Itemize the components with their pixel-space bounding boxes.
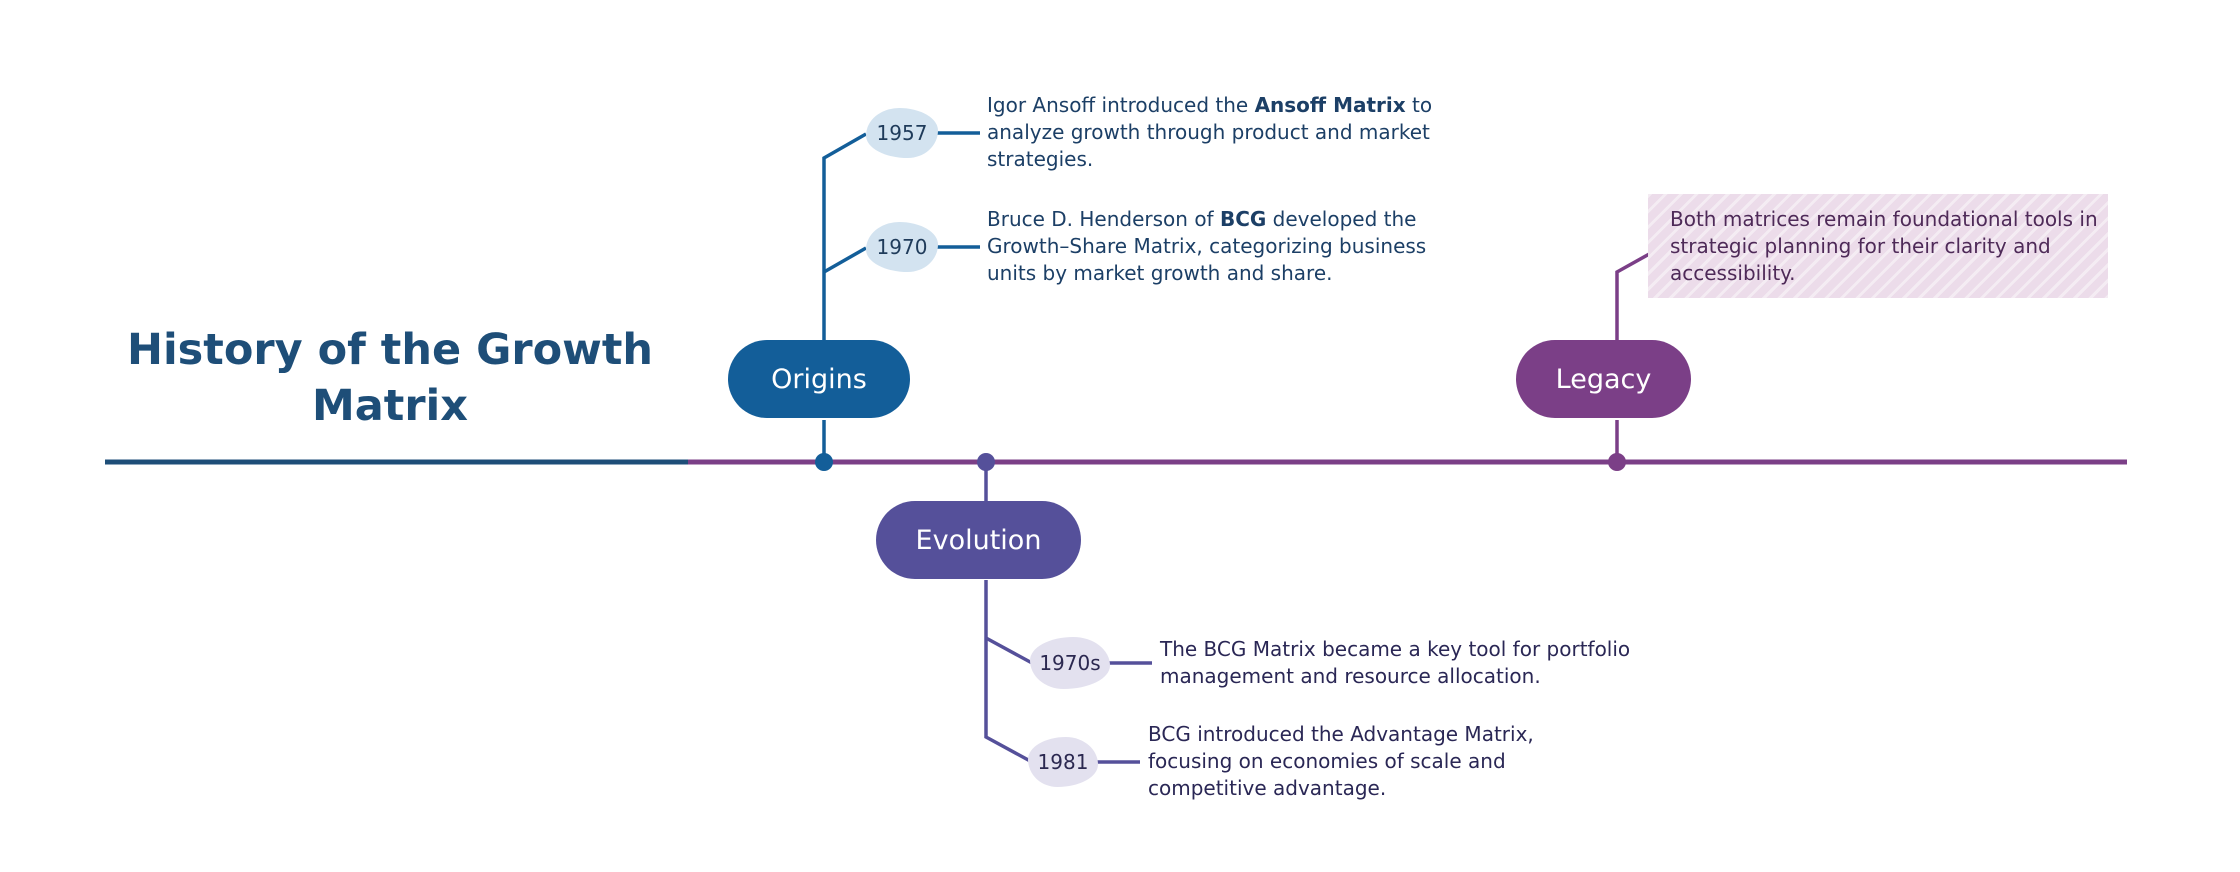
year-badge-1981: 1981 bbox=[1028, 737, 1098, 787]
event-1981-description: BCG introduced the Advantage Matrix, foc… bbox=[1148, 722, 1534, 800]
origins-dot bbox=[815, 453, 833, 471]
evolution-branch-1970s bbox=[985, 636, 1033, 665]
event-1957-text-before: Igor Ansoff introduced the bbox=[987, 93, 1255, 117]
origins-branch bbox=[822, 132, 867, 340]
phase-origins-pill: Origins bbox=[728, 340, 910, 418]
evolution-dot bbox=[977, 453, 995, 471]
year-badge-1970: 1970 bbox=[866, 222, 938, 272]
event-1957-text-after: to analyze growth through product and ma… bbox=[987, 93, 1433, 171]
year-badge-1957: 1957 bbox=[866, 108, 938, 158]
legacy-note-box bbox=[1648, 194, 2108, 298]
event-1970-description: Bruce D. Henderson of BCG developed the … bbox=[987, 206, 1467, 287]
year-badge-1970s: 1970s bbox=[1030, 637, 1110, 689]
event-1970-text-bold: BCG bbox=[1219, 207, 1267, 231]
event-1957-text-bold: Ansoff Matrix bbox=[1254, 93, 1406, 117]
phase-legacy-pill: Legacy bbox=[1516, 340, 1691, 418]
event-1970-text-before: Bruce D. Henderson of bbox=[987, 207, 1220, 231]
legacy-dot bbox=[1608, 453, 1626, 471]
legacy-branch bbox=[1615, 246, 1661, 340]
evolution-branch bbox=[984, 580, 1033, 764]
origins-branch-1970 bbox=[823, 246, 867, 274]
page-title: History of the Growth Matrix bbox=[126, 325, 654, 431]
phase-evolution-pill: Evolution bbox=[876, 501, 1081, 579]
event-1970-text-after: developed the Growth–Share Matrix, categ… bbox=[987, 207, 1427, 285]
legacy-description: Both matrices remain foundational tools … bbox=[1670, 207, 2098, 285]
event-1970s-description: The BCG Matrix became a key tool for por… bbox=[1160, 637, 1631, 688]
event-1957-description: Igor Ansoff introduced the Ansoff Matrix… bbox=[987, 92, 1467, 173]
